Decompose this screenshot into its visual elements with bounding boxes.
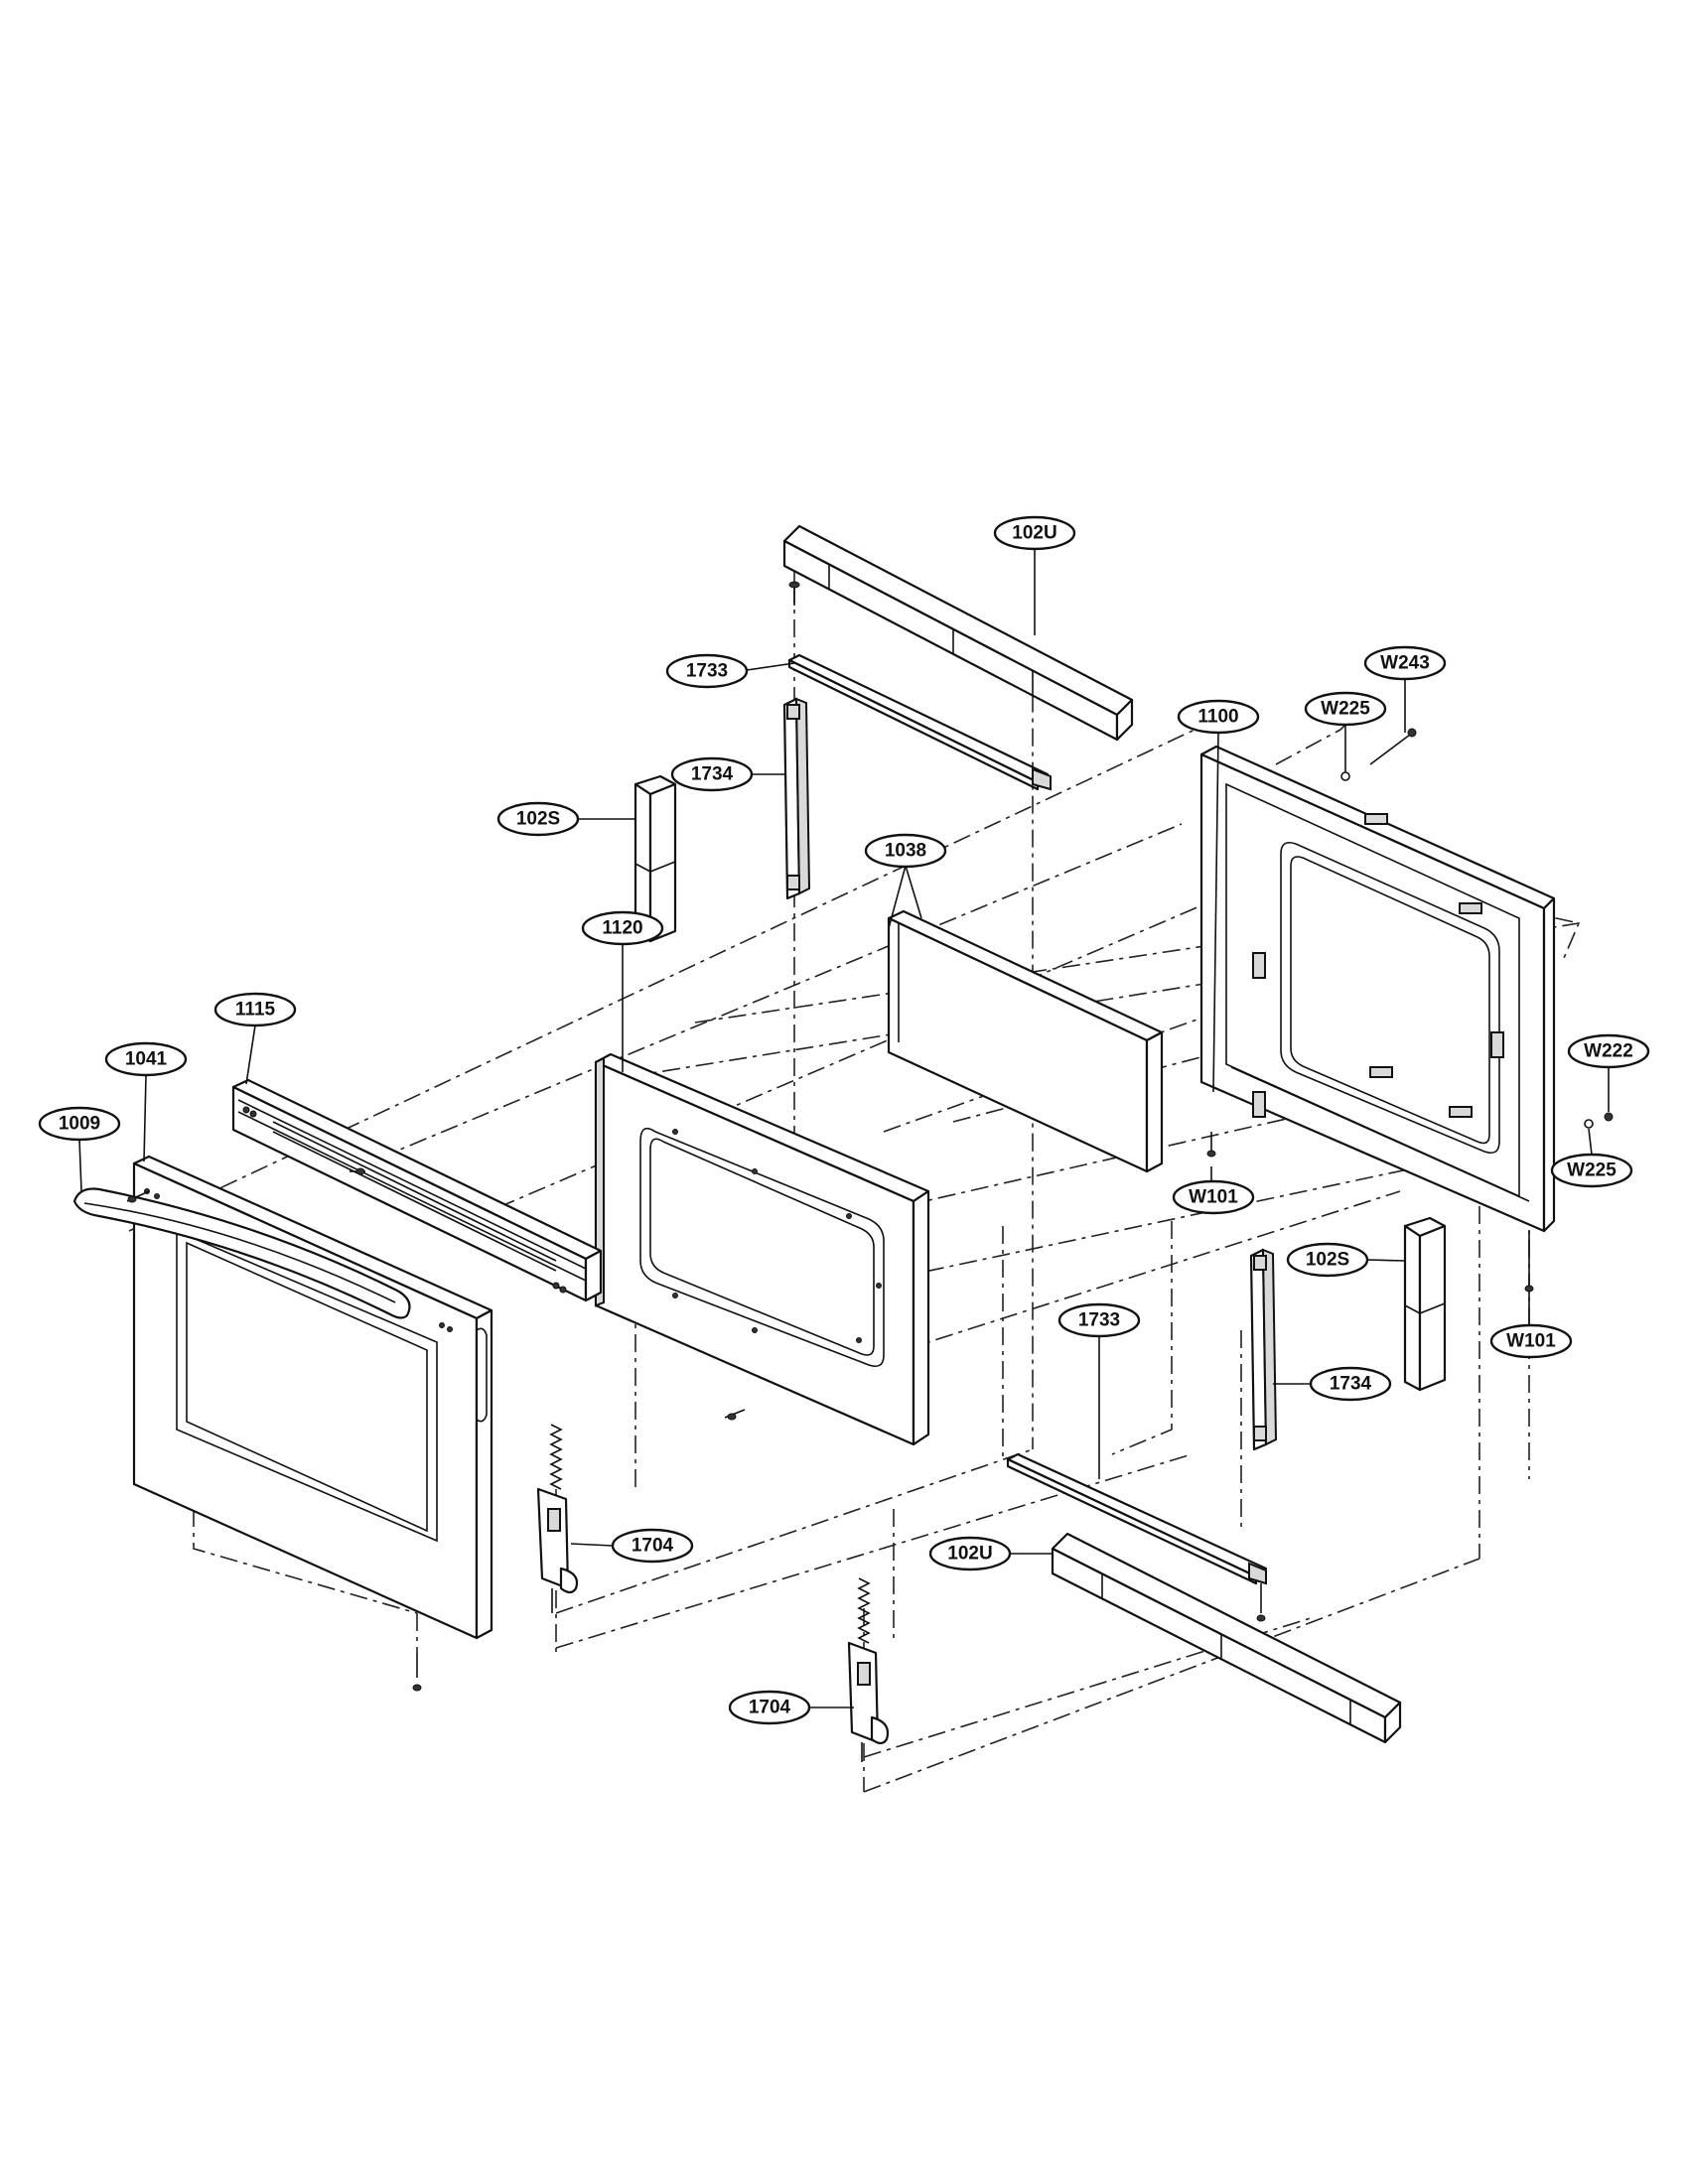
hinge-1704-middle [536,1424,579,1613]
screw-control-trim [350,1167,365,1175]
screw-top [788,581,800,606]
screw-w101-right [1524,1231,1534,1293]
spacer-102s-left [633,774,677,943]
callout-1734-top: 1734 [670,756,754,792]
outer-door-panel-1041 [132,1155,493,1640]
screw-handle [126,1190,150,1203]
callout-label: 1704 [749,1698,791,1718]
callout-label: W101 [1189,1187,1238,1208]
callout-1120: 1120 [581,910,664,946]
callout-1733-top: 1733 [665,653,749,689]
callout-1734-bottom: 1734 [1309,1366,1392,1402]
door-handle-1009 [72,1187,411,1319]
callout-label: 1734 [691,764,734,785]
callout-102u-bottom: 102U [928,1536,1012,1571]
callout-1041: 1041 [104,1041,188,1077]
callout-w243: W243 [1363,645,1447,681]
callout-1733-bottom: 1733 [1057,1302,1141,1338]
callout-label: 1733 [686,661,728,682]
callout-label: 1120 [602,918,642,939]
callout-label: W225 [1321,699,1370,720]
callout-1704-bottom: 1704 [728,1690,811,1725]
callout-label: 1100 [1197,707,1238,728]
callout-w222: W222 [1567,1033,1650,1069]
callout-label: 1038 [885,841,926,862]
spacer-102s-right [1403,1216,1447,1392]
screw-w101-mid [1206,1132,1216,1158]
callout-102u-top: 102U [993,515,1076,551]
callout-label: W222 [1584,1041,1633,1062]
callout-w225-right: W225 [1550,1153,1633,1188]
callout-label: W225 [1567,1160,1617,1181]
callout-1100: 1100 [1177,699,1260,735]
screw-bottom-rail [1256,1583,1266,1622]
callout-label: 1041 [125,1049,168,1070]
callout-label: 102S [516,809,560,830]
bottom-trim-102u [1051,1532,1402,1744]
callout-w225-top: W225 [1304,691,1387,727]
callout-label: 102S [1306,1250,1349,1271]
callout-label: W243 [1380,653,1430,674]
callout-label: 1733 [1078,1310,1120,1331]
screw-bottom-door [412,1653,422,1692]
control-trim-1115 [231,1078,603,1302]
callout-label: 102U [1012,523,1056,544]
screw-inner-frame [724,1409,746,1421]
side-strip-1734-bottom [1249,1248,1278,1451]
callout-1009: 1009 [38,1106,121,1142]
screw-w222 [1604,1112,1614,1122]
washer-w225-right [1584,1119,1594,1129]
callout-label: 1115 [235,1000,276,1021]
screw-w243 [1369,728,1417,765]
door-liner-1100 [1199,745,1556,1233]
side-strip-1734-top [782,697,811,900]
callout-1038: 1038 [864,833,947,869]
hinge-1704-bottom [847,1577,890,1762]
callout-102s-right: 102S [1286,1242,1369,1278]
frame-rail-1733-top [787,653,1052,791]
washer-w225-top [1340,771,1350,781]
callout-label: 1009 [59,1114,100,1135]
callout-w101-mid: W101 [1172,1179,1255,1215]
glass-panel-1038 [887,909,1164,1173]
top-trim-102u [782,524,1134,742]
leader-lines [78,549,1610,1708]
callout-1704-mid: 1704 [611,1528,694,1564]
callout-label: 1704 [632,1536,674,1557]
callout-label: W101 [1506,1331,1556,1352]
inner-door-frame-1120 [594,1052,930,1446]
callout-102s-left: 102S [496,801,580,837]
callout-label: 102U [947,1544,992,1565]
callout-label: 1734 [1330,1374,1372,1395]
callout-w101-right: W101 [1489,1323,1573,1359]
frame-rail-1733-bottom [1006,1452,1268,1585]
callout-1115: 1115 [213,992,297,1027]
